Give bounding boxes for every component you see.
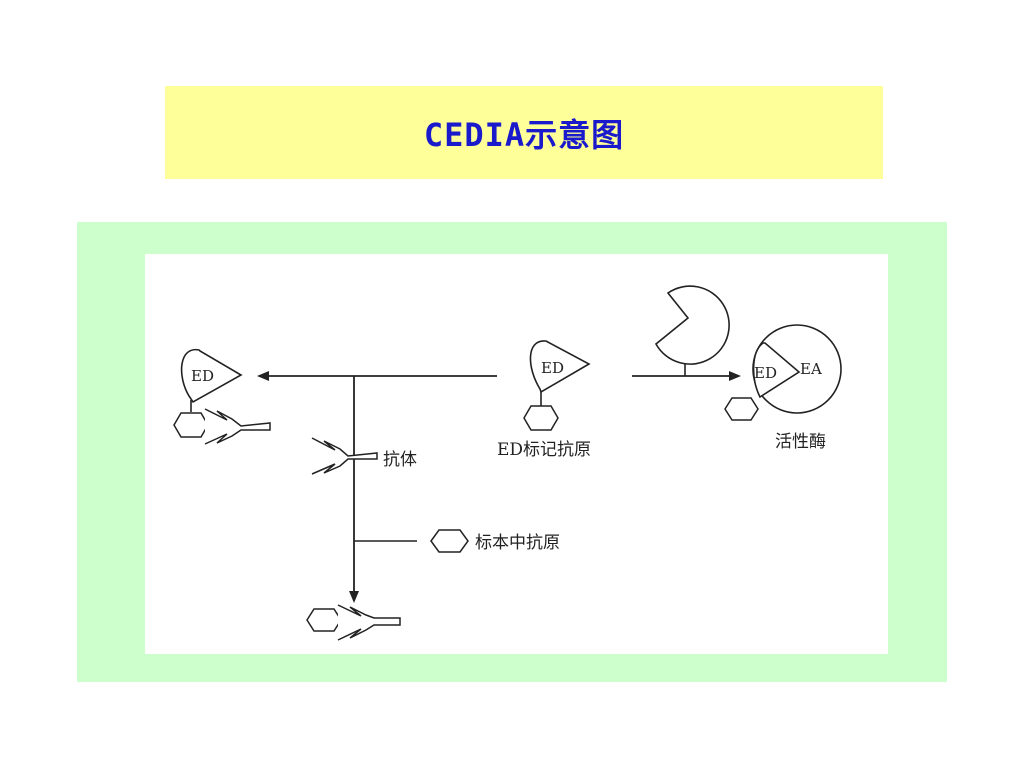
active-enzyme-ed-shape — [752, 342, 801, 399]
bottom-antigen-hexagon — [306, 608, 342, 632]
left-ed-shape — [180, 349, 243, 404]
center-ed-label: ED — [541, 359, 564, 377]
active-enzyme-ed-label: ED — [754, 364, 777, 382]
slide-title: CEDIA示意图 — [423, 115, 625, 154]
ed-labeled-antigen: ED ED标记抗原 — [497, 340, 591, 460]
enzyme-acceptor-pacman — [654, 285, 730, 365]
sample-antigen-hexagon — [430, 529, 469, 553]
antibody-label: 抗体 — [383, 450, 417, 470]
center-antigen-hexagon — [523, 405, 559, 431]
center-ed-shape — [529, 340, 591, 394]
active-enzyme-antigen-hexagon — [724, 397, 759, 421]
cedia-diagram: ED 抗体 标本中抗原 ED — [173, 285, 842, 641]
left-ed-label: ED — [191, 367, 214, 385]
left-antigen-hexagon — [173, 412, 209, 438]
title-banner: CEDIA示意图 — [165, 86, 883, 179]
bottom-antibody-icon — [337, 604, 401, 641]
bottom-antigen-antibody-complex — [306, 604, 401, 641]
antibody-icon — [311, 437, 378, 475]
sample-antigen-label: 标本中抗原 — [475, 533, 560, 553]
diagram-canvas: ED 抗体 标本中抗原 ED — [145, 254, 888, 654]
left-antibody-icon — [204, 408, 271, 445]
active-enzyme-complex: ED EA 活性酶 — [724, 324, 842, 452]
left-ed-antibody-complex: ED — [173, 349, 271, 445]
ed-labeled-antigen-label: ED标记抗原 — [497, 440, 591, 460]
active-enzyme-ea-label: EA — [800, 360, 822, 378]
active-enzyme-label: 活性酶 — [775, 432, 826, 452]
